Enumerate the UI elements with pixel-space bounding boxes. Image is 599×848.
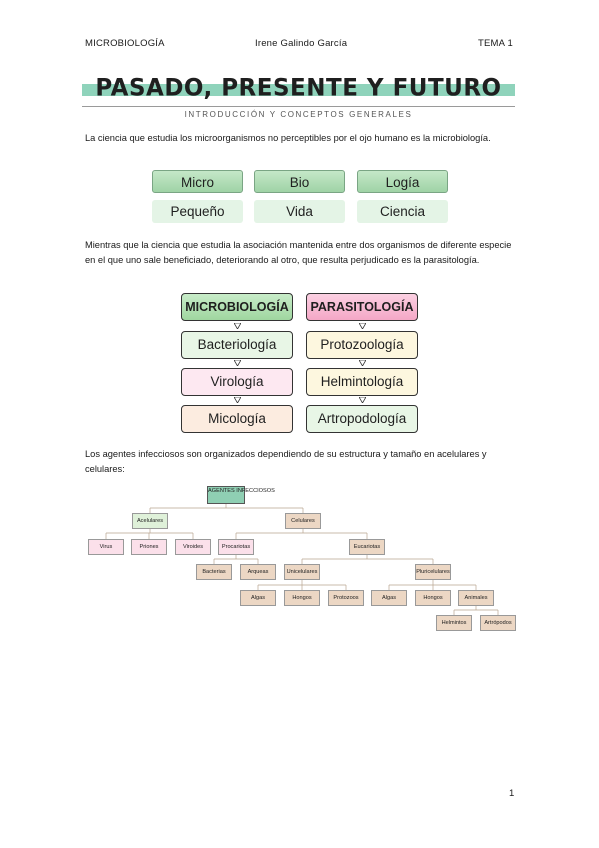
title-divider [82, 106, 515, 107]
tree-node-bacterias: Bacterias [196, 564, 232, 580]
tree-node-pluricelulares: Pluricelulares [415, 564, 451, 580]
box-virologia: Virología [181, 368, 293, 396]
down-arrow-icon [359, 323, 366, 329]
tree-node-virus: Virus [88, 539, 124, 555]
tree-node-celulares: Celulares [285, 513, 321, 529]
box-protozoologia: Protozoología [306, 331, 418, 359]
tree-node-viroides: Viroides [175, 539, 211, 555]
paragraph-microbiology: La ciencia que estudia los microorganism… [85, 133, 491, 143]
etymology-root-bio: Bio [254, 170, 345, 193]
tree-node-eucariotas: Eucariotas [349, 539, 385, 555]
etymology-root-micro: Micro [152, 170, 243, 193]
box-bacteriologia: Bacteriología [181, 331, 293, 359]
tree-node-artropodos: Artrópodos [480, 615, 516, 631]
tree-node-agentes-infecciosos: AGENTES INFECCIOSOS [207, 486, 275, 504]
etymology-meaning-vida: Vida [254, 200, 345, 223]
down-arrow-icon [359, 397, 366, 403]
tree-node-hongos-unicelulares: Hongos [284, 590, 320, 606]
down-arrow-icon [234, 360, 241, 366]
tree-node-arqueas: Arqueas [240, 564, 276, 580]
paragraph-parasitology: Mientras que la ciencia que estudia la a… [85, 240, 512, 265]
page-subtitle: INTRODUCCIÓN Y CONCEPTOS GENERALES [184, 110, 413, 119]
page-number: 1 [509, 788, 515, 799]
tree-node-algas-unicelulares: Algas [240, 590, 276, 606]
tree-node-animales: Animales [458, 590, 494, 606]
box-microbiologia: MICROBIOLOGÍA [181, 293, 293, 321]
box-parasitologia: PARASITOLOGÍA [306, 293, 418, 321]
down-arrow-icon [359, 360, 366, 366]
header-author: Irene Galindo García [255, 38, 348, 49]
tree-node-protozoos: Protozoos [328, 590, 364, 606]
etymology-root-logia: Logía [357, 170, 448, 193]
tree-node-unicelulares: Unicelulares [284, 564, 320, 580]
tree-node-procariotas: Procariotas [218, 539, 254, 555]
title-highlight [82, 84, 515, 96]
tree-node-hongos-pluricelulares: Hongos [415, 590, 451, 606]
paragraph-infectious-agents: Los agentes infecciosos son organizados … [85, 449, 487, 474]
tree-node-priones: Priones [131, 539, 167, 555]
etymology-meaning-ciencia: Ciencia [357, 200, 448, 223]
tree-node-algas-pluricelulares: Algas [371, 590, 407, 606]
box-helmintologia: Helmintología [306, 368, 418, 396]
header-subject: MICROBIOLOGÍA [85, 38, 165, 49]
box-micologia: Micología [181, 405, 293, 433]
tree-node-helmintos: Helmintos [436, 615, 472, 631]
header-topic: TEMA 1 [478, 38, 513, 49]
down-arrow-icon [234, 323, 241, 329]
etymology-meaning-pequeno: Pequeño [152, 200, 243, 223]
page-title: PASADO, PRESENTE Y FUTURO [95, 74, 502, 102]
tree-node-acelulares: Acelulares [132, 513, 168, 529]
box-artropodologia: Artropodología [306, 405, 418, 433]
down-arrow-icon [234, 397, 241, 403]
